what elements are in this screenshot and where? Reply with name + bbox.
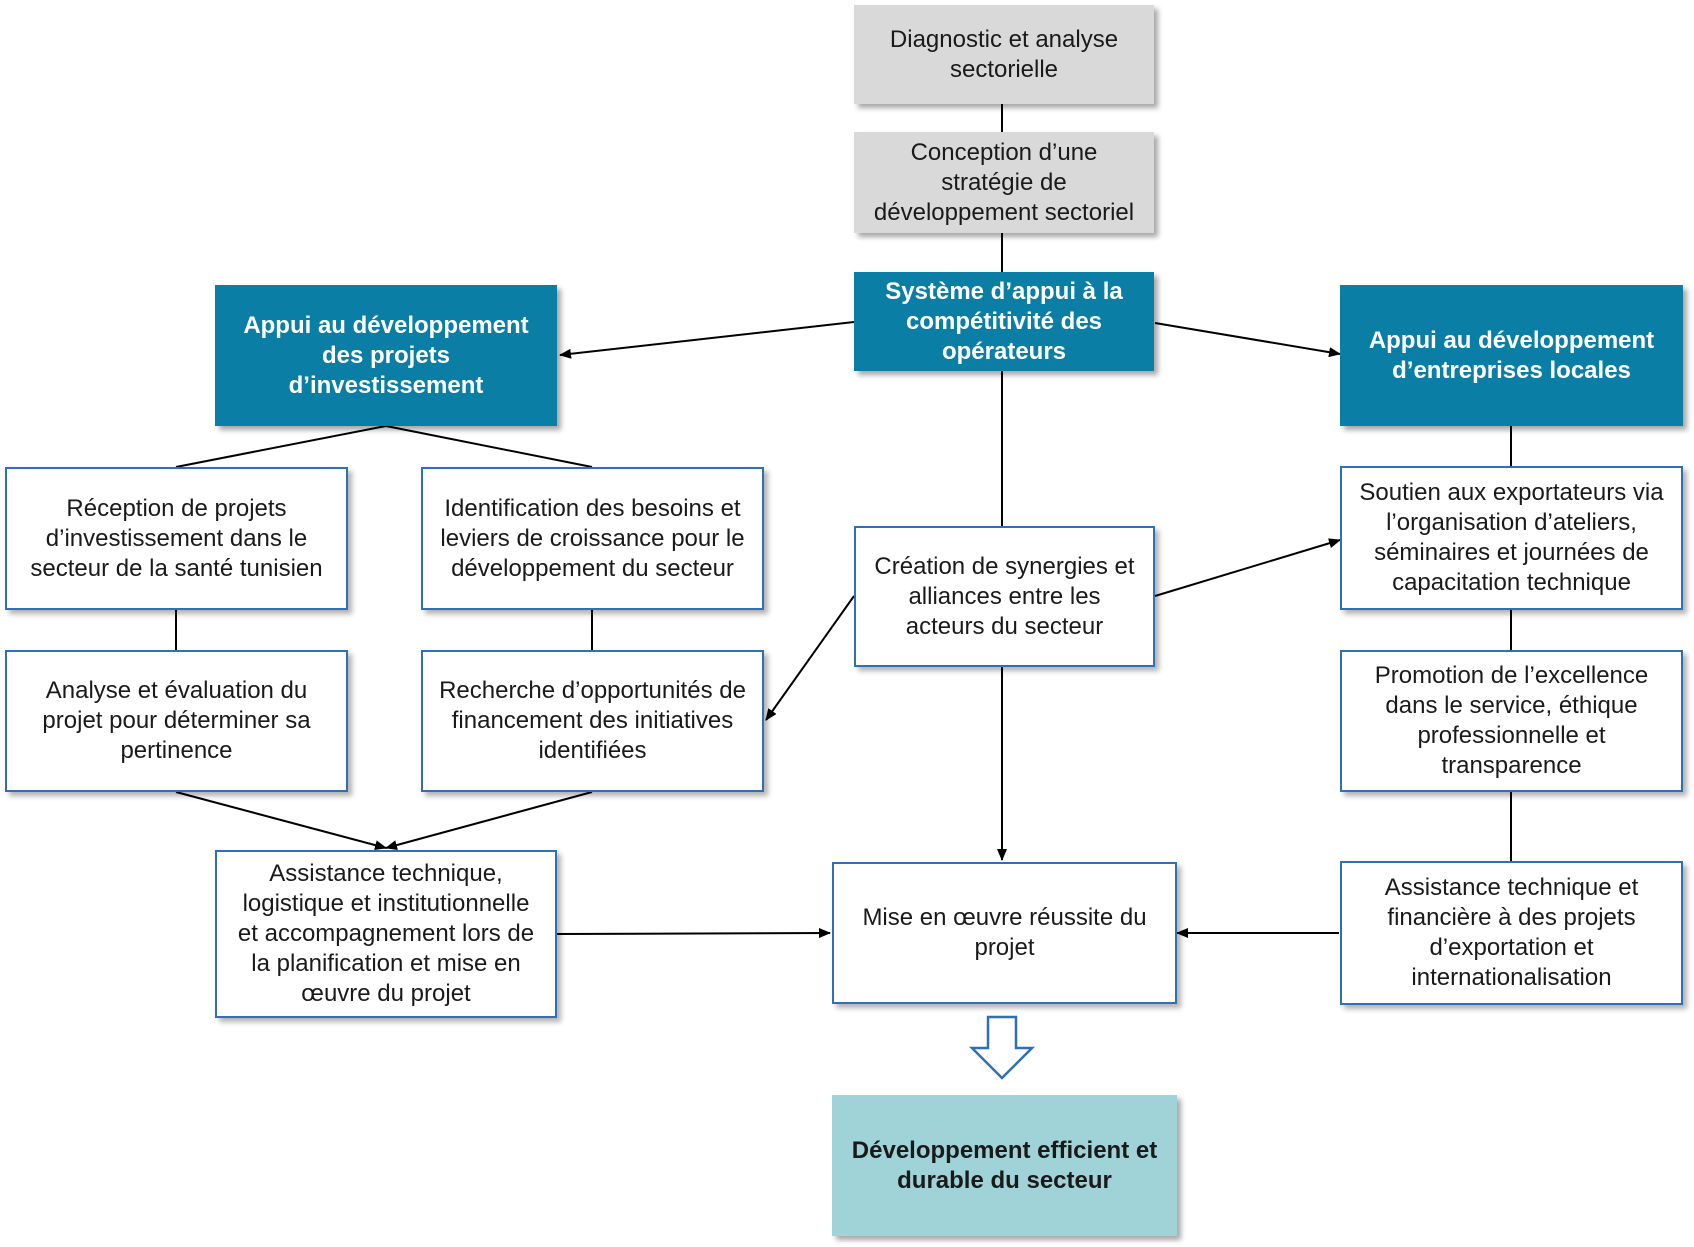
creation-label: Création de synergies et alliances entre… xyxy=(874,552,1135,640)
diagnostic-box: Diagnostic et analyse sectorielle xyxy=(854,5,1154,104)
systeme-box: Système d’appui à la compétitivité des o… xyxy=(854,272,1154,371)
appui-entreprises-label: Appui au développement d’entreprises loc… xyxy=(1368,326,1655,384)
appui-investissement-box: Appui au développement des projets d’inv… xyxy=(215,285,557,426)
arrow-creation-soutien xyxy=(1154,538,1341,597)
developpement-box: Développement efficient et durable du se… xyxy=(832,1095,1177,1236)
assistance-financiere-box: Assistance technique et financière à des… xyxy=(1340,861,1683,1005)
arrow-systeme-appui-investissement xyxy=(559,321,855,359)
recherche-label: Recherche d’opportunités de financement … xyxy=(439,677,746,764)
analyse-label: Analyse et évaluation du projet pour dét… xyxy=(42,677,311,764)
conception-label: Conception d’une stratégie de développem… xyxy=(873,138,1135,226)
recherche-box: Recherche d’opportunités de financement … xyxy=(421,650,764,792)
mise-en-oeuvre-label: Mise en œuvre réussite du projet xyxy=(862,904,1147,961)
appui-entreprises-box: Appui au développement d’entreprises loc… xyxy=(1340,285,1683,426)
arrow-systeme-appui-entreprises xyxy=(1154,322,1341,358)
arrow-analyse-assistance xyxy=(175,791,387,850)
connector-appui-identification xyxy=(385,425,593,468)
connector-appui-reception xyxy=(175,425,387,468)
mise-en-oeuvre-box: Mise en œuvre réussite du projet xyxy=(832,862,1177,1004)
assistance-logistique-box: Assistance technique, logistique et inst… xyxy=(215,850,557,1018)
soutien-box: Soutien aux exportateurs via l’organisat… xyxy=(1340,466,1683,610)
arrow-recherche-assistance xyxy=(385,791,593,850)
conception-box: Conception d’une stratégie de développem… xyxy=(854,132,1154,233)
assistance-financiere-label: Assistance technique et financière à des… xyxy=(1384,874,1639,991)
analyse-box: Analyse et évaluation du projet pour dét… xyxy=(5,650,348,792)
developpement-label: Développement efficient et durable du se… xyxy=(851,1136,1158,1194)
creation-box: Création de synergies et alliances entre… xyxy=(854,526,1155,667)
identification-label: Identification des besoins et leviers de… xyxy=(440,494,745,582)
identification-box: Identification des besoins et leviers de… xyxy=(421,467,764,610)
promotion-label: Promotion de l’excellence dans le servic… xyxy=(1374,662,1649,779)
soutien-label: Soutien aux exportateurs via l’organisat… xyxy=(1359,479,1664,596)
reception-box: Réception de projets d’investissement da… xyxy=(5,467,348,610)
arrow-assistance-mise-en-oeuvre xyxy=(556,928,831,939)
diagnostic-label: Diagnostic et analyse sectorielle xyxy=(889,25,1119,83)
systeme-label: Système d’appui à la compétitivité des o… xyxy=(885,277,1123,365)
assistance-logistique-label: Assistance technique, logistique et inst… xyxy=(237,860,535,1007)
down-arrow-icon xyxy=(968,1015,1036,1080)
arrow-creation-recherche xyxy=(765,595,855,721)
reception-label: Réception de projets d’investissement da… xyxy=(30,494,323,582)
appui-investissement-label: Appui au développement des projets d’inv… xyxy=(243,311,529,399)
promotion-box: Promotion de l’excellence dans le servic… xyxy=(1340,650,1683,792)
